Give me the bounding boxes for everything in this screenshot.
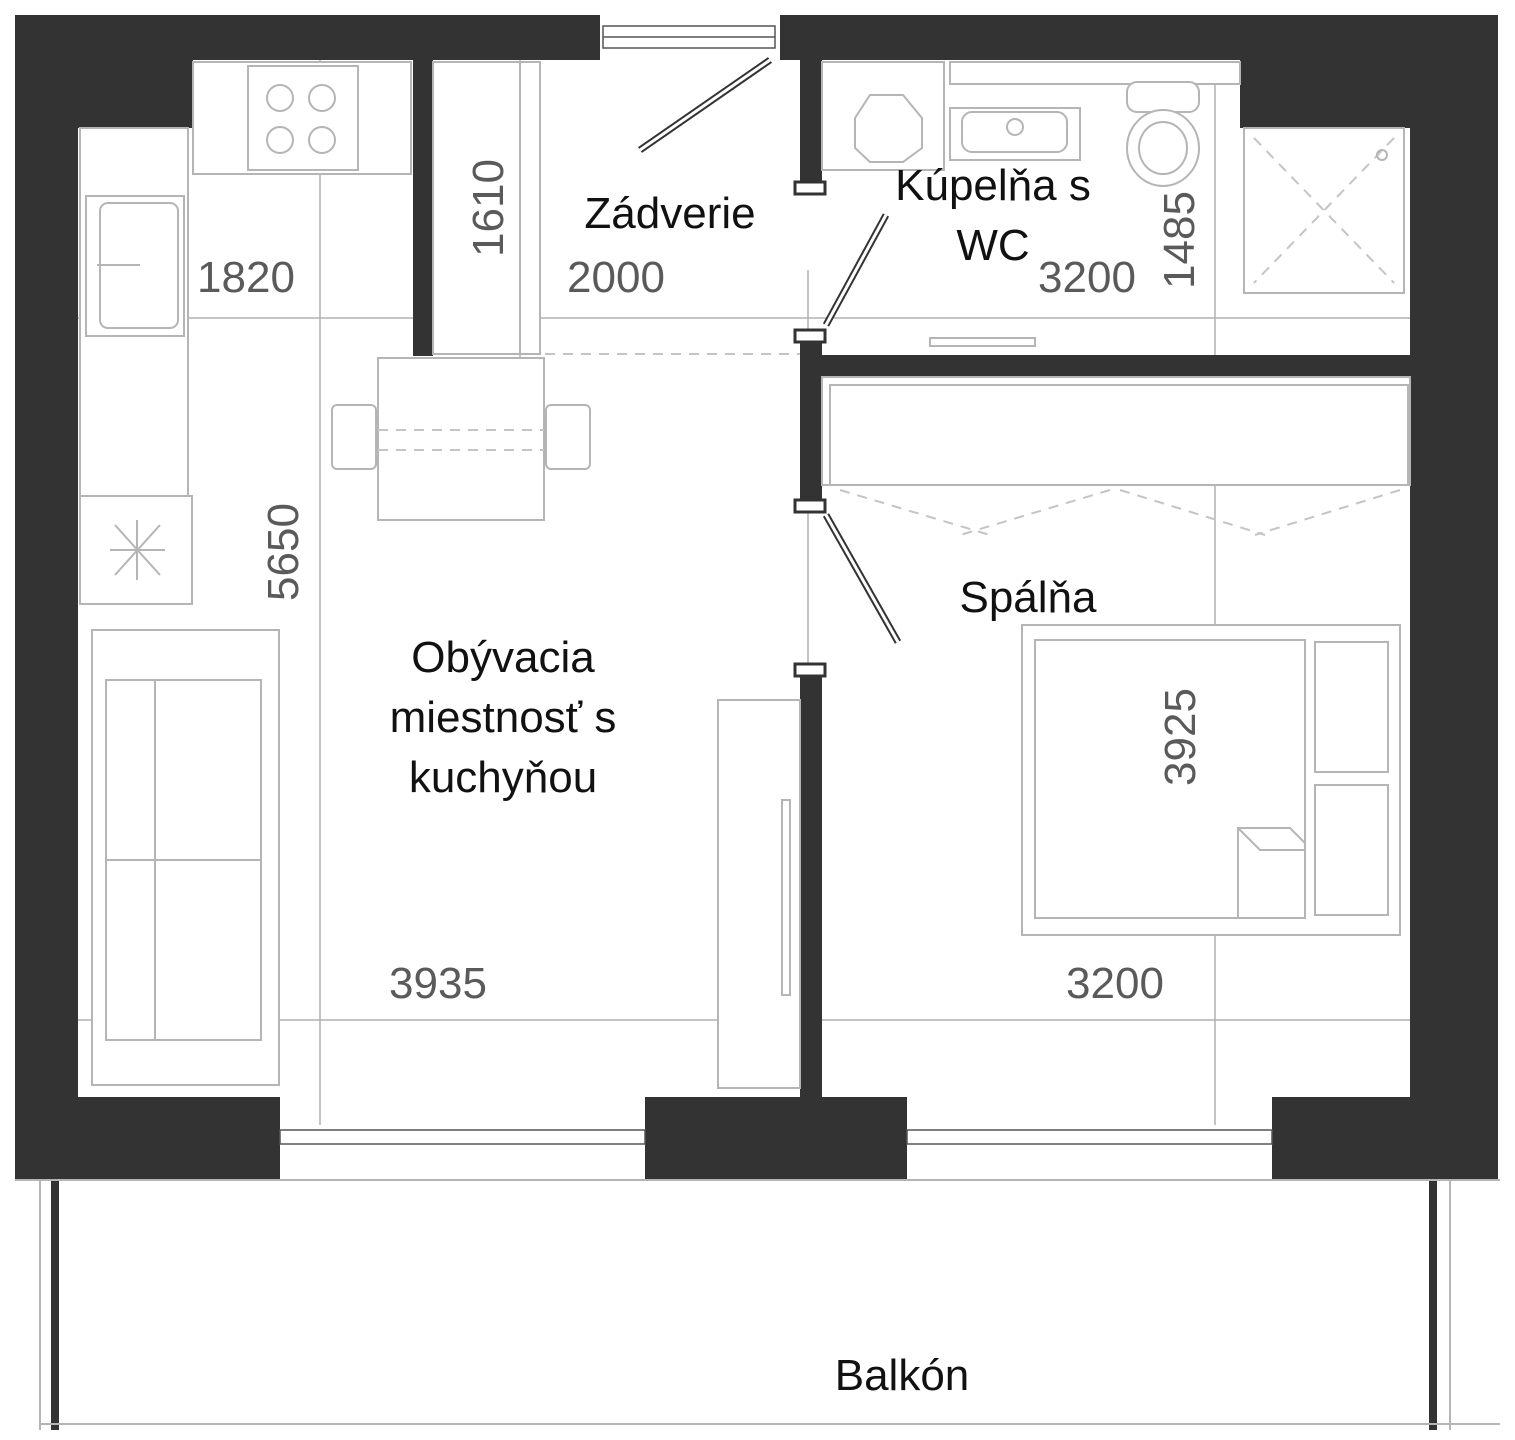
label-obyvacia-line3: kuchyňou — [409, 753, 597, 802]
windows — [279, 25, 1273, 1145]
living-wardrobe — [717, 699, 801, 1089]
label-kupelna-line1: Kúpelňa s — [895, 161, 1091, 210]
label-spalna: Spálňa — [959, 573, 1097, 622]
bed — [1021, 624, 1401, 936]
dim-hall-width: 2000 — [567, 253, 665, 302]
dim-hall-depth: 1610 — [464, 159, 513, 257]
bathroom-fixtures — [821, 61, 1405, 347]
sofa — [91, 629, 280, 1086]
kitchen-counter — [79, 61, 412, 605]
label-obyvacia-line1: Obývacia — [411, 633, 595, 682]
balcony — [15, 1179, 1500, 1430]
dim-bath-width: 3200 — [1038, 253, 1136, 302]
entrance-door — [638, 57, 772, 153]
dim-bedroom-depth: 3925 — [1156, 688, 1205, 786]
bedroom-door — [793, 498, 902, 678]
dim-living-width: 3935 — [389, 959, 487, 1008]
hall-wardrobe — [432, 61, 800, 355]
dim-living-depth: 5650 — [259, 503, 308, 601]
dim-bedroom-width: 3200 — [1066, 959, 1164, 1008]
bedroom-wardrobe — [821, 376, 1411, 536]
dim-kitchen-width: 1820 — [197, 253, 295, 302]
label-balkon: Balkón — [835, 1351, 970, 1400]
dim-bath-depth: 1485 — [1155, 191, 1204, 289]
walls — [15, 15, 1498, 1179]
label-obyvacia-line2: miestnosť s — [390, 693, 617, 742]
dining-table — [331, 357, 591, 521]
label-zadverie: Zádverie — [584, 189, 755, 238]
label-kupelna-line2: WC — [956, 221, 1029, 270]
bathroom-door — [793, 180, 890, 344]
